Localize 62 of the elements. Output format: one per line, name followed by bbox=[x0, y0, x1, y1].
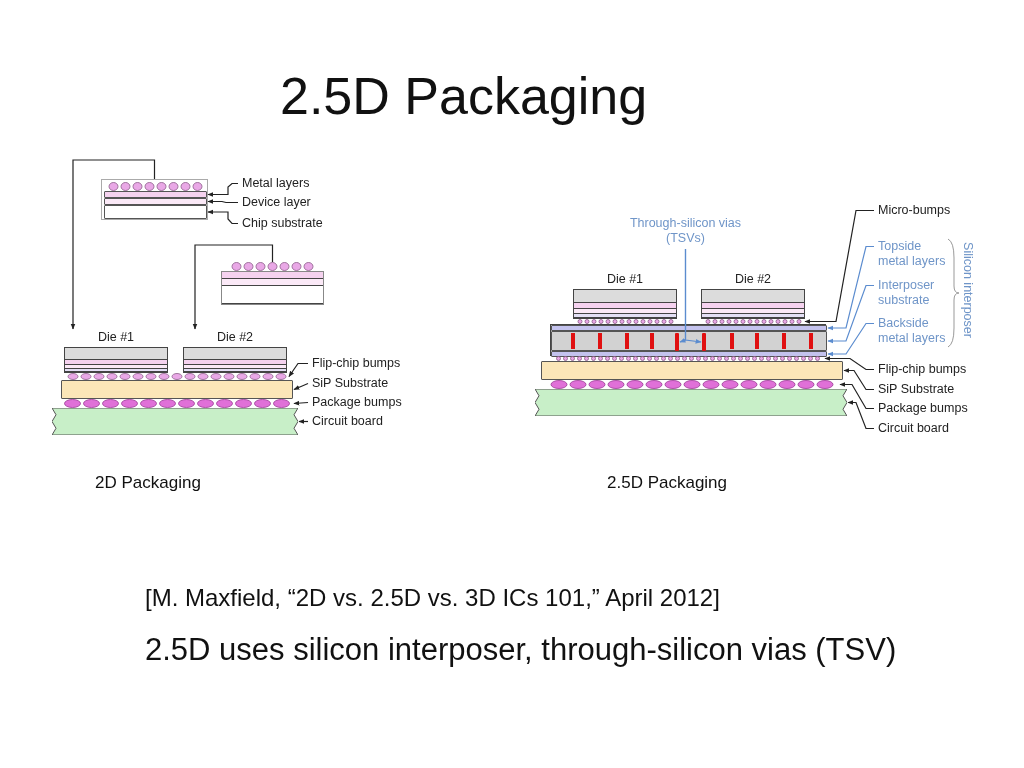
caption: 2D Packaging bbox=[95, 473, 201, 493]
callout-label: Chip substrate bbox=[242, 216, 323, 231]
device-layer bbox=[104, 198, 207, 205]
callout-label: SiP Substrate bbox=[312, 376, 389, 391]
micro-bump-row bbox=[703, 319, 804, 324]
leader-line bbox=[207, 182, 239, 197]
callout-label: Package bumps bbox=[312, 395, 402, 410]
leader-line bbox=[293, 400, 309, 406]
callout-label: Micro-bumps bbox=[878, 203, 951, 218]
citation: [M. Maxfield, “2D vs. 2.5D vs. 3D ICs 101,” April 2012] bbox=[145, 584, 720, 612]
chip-drawing bbox=[101, 179, 208, 220]
leader-line bbox=[288, 362, 309, 378]
callout-label: Interposer substrate bbox=[878, 278, 954, 308]
die-label: Die #2 bbox=[215, 330, 255, 345]
callout-label: Metal layers bbox=[242, 176, 310, 191]
bracket-label: Silicon interposer bbox=[961, 242, 975, 338]
circuit-board bbox=[52, 408, 298, 435]
sip-substrate bbox=[541, 361, 843, 380]
interposer-drawing bbox=[550, 324, 826, 356]
through-silicon-via bbox=[675, 333, 679, 351]
callout-label: Through-silicon vias (TSVs) bbox=[628, 216, 743, 246]
leader-line bbox=[298, 419, 309, 424]
caption: 2.5D Packaging bbox=[607, 473, 728, 493]
circuit-board bbox=[535, 389, 847, 416]
leader-line bbox=[207, 209, 239, 225]
chip-drawing bbox=[221, 262, 324, 305]
leader-line bbox=[192, 244, 274, 330]
leader-line bbox=[70, 159, 156, 330]
leader-line bbox=[843, 368, 875, 391]
leader-line bbox=[804, 209, 875, 324]
through-silicon-via bbox=[702, 333, 706, 351]
callout-label: Flip-chip bumps bbox=[878, 362, 967, 377]
leader-line bbox=[684, 248, 702, 344]
die-label: Die #1 bbox=[96, 330, 136, 345]
leader-line bbox=[293, 382, 309, 391]
leader-line bbox=[207, 199, 239, 204]
callout-label: Device layer bbox=[242, 195, 311, 210]
callout-label: Topside metal layers bbox=[878, 239, 954, 269]
interposer-substrate bbox=[551, 331, 827, 351]
leader-line bbox=[827, 284, 875, 344]
metal-layer bbox=[104, 191, 207, 198]
die-label: Die #2 bbox=[733, 272, 773, 287]
leader-line bbox=[847, 400, 875, 430]
leader-line bbox=[839, 382, 875, 410]
slide-title: 2.5D Packaging bbox=[280, 66, 648, 126]
callout-label: SiP Substrate bbox=[878, 382, 955, 397]
flip-chip-bump-row bbox=[66, 373, 288, 380]
callout-label: Backside metal layers bbox=[878, 316, 954, 346]
chip-substrate bbox=[104, 205, 207, 219]
leader-line bbox=[827, 322, 875, 357]
leader-line bbox=[827, 245, 875, 331]
topside-metal-layer bbox=[551, 325, 827, 331]
callout-label: Circuit board bbox=[878, 421, 949, 436]
die-label: Die #1 bbox=[605, 272, 645, 287]
package-bump-row bbox=[61, 399, 293, 408]
bullet-text: 2.5D uses silicon interposer, through-silicon vias (TSV) bbox=[145, 632, 897, 668]
backside-metal-layer bbox=[551, 351, 827, 357]
callout-label: Circuit board bbox=[312, 414, 383, 429]
callout-label: Flip-chip bumps bbox=[312, 356, 401, 371]
leader-line bbox=[824, 356, 875, 371]
callout-label: Package bumps bbox=[878, 401, 968, 416]
sip-substrate bbox=[61, 380, 293, 399]
